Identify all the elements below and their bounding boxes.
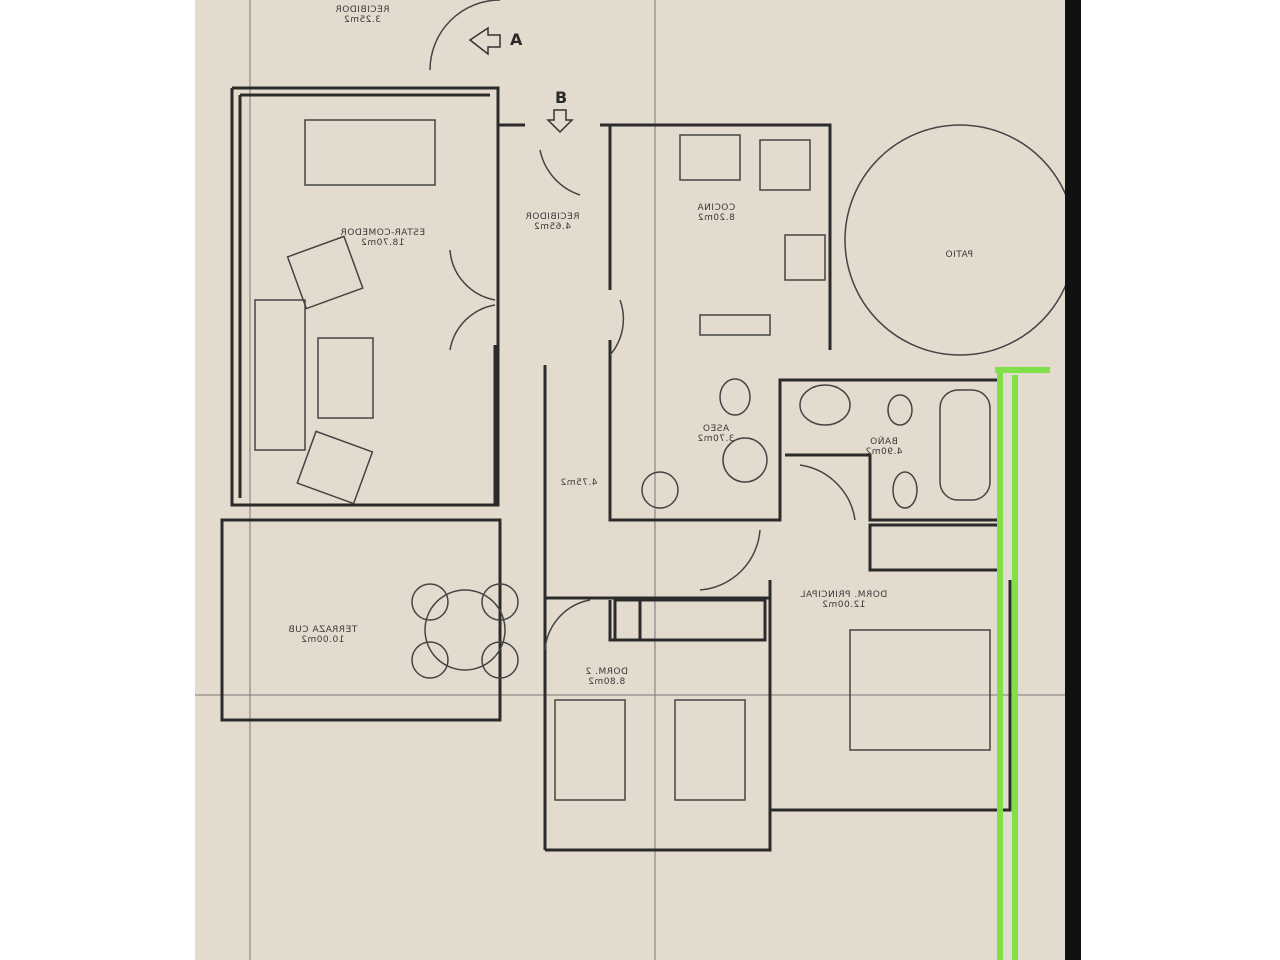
furniture [254, 0, 1065, 801]
arrow-a-icon [468, 26, 501, 56]
floor-plan-drawing [195, 0, 1065, 960]
entrance-marker-b: B [555, 88, 568, 107]
room-label-hall: 4.75m2 [560, 478, 598, 488]
arrow-b-icon [546, 109, 574, 134]
floor-plan [195, 0, 1065, 960]
highlight-line [995, 367, 1050, 960]
entrance-marker-a: A [510, 30, 523, 49]
photo-edge [1065, 0, 1081, 960]
room-label-patio: PATIO [945, 250, 974, 260]
walls [220, 86, 1012, 852]
